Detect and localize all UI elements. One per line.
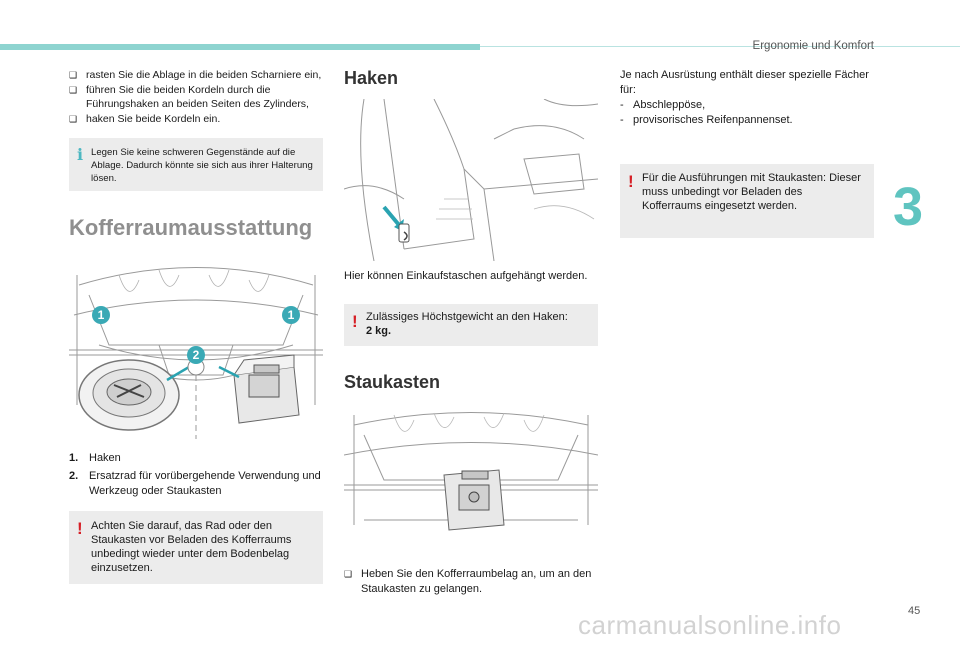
- check-bullet-icon: ❑: [344, 569, 353, 579]
- warning-icon: !: [628, 172, 634, 191]
- list-item: -Abschleppöse,: [620, 99, 706, 111]
- section-title-staukasten: Staukasten: [344, 372, 441, 392]
- intro-text: Je nach Ausrüstung enthält dieser spezie…: [620, 69, 869, 96]
- column-left: ❑rasten Sie die Ablage in die beiden Sch…: [69, 68, 323, 584]
- svg-text:1: 1: [98, 308, 105, 322]
- check-bullet-icon: ❑: [69, 70, 78, 80]
- hook-figure: [344, 99, 598, 261]
- page-number: 45: [908, 605, 921, 617]
- callout-1-left: 1: [92, 306, 110, 324]
- list-item: ❑rasten Sie die Ablage in die beiden Sch…: [69, 69, 322, 81]
- check-bullet-icon: ❑: [69, 85, 78, 95]
- legend-item: 1.Haken: [69, 452, 121, 464]
- list-item: -provisorisches Reifenpannenset.: [620, 114, 793, 126]
- figure-legend: 1.Haken 2.Ersatzrad für vorübergehende V…: [69, 451, 323, 499]
- watermark: carmanualsonline.info: [578, 610, 842, 640]
- section-title-haken: Haken: [344, 68, 399, 88]
- callout-2: 2: [187, 346, 205, 364]
- svg-text:2: 2: [193, 348, 200, 362]
- warning-icon: !: [77, 519, 83, 538]
- trunk-equipment-figure: 1 1 2: [69, 255, 323, 439]
- callout-1-right: 1: [282, 306, 300, 324]
- hook-caption: Hier können Einkaufstaschen aufgehängt w…: [344, 270, 588, 282]
- section-title-kofferraumausstattung: Kofferraumausstattung: [69, 215, 313, 240]
- header-accent-bar: [0, 44, 480, 50]
- storage-box-figure: [344, 405, 598, 539]
- svg-text:1: 1: [288, 308, 295, 322]
- chapter-number: 3: [893, 177, 924, 237]
- warning-icon: !: [352, 312, 358, 331]
- warning-note-storage: ! Für die Ausführungen mit Staukasten: D…: [620, 164, 874, 238]
- warning-note-wheel: ! Achten Sie darauf, das Rad oder den St…: [69, 511, 323, 584]
- list-item: ❑Heben Sie den Kofferraumbelag an, um an…: [344, 568, 592, 595]
- step-list: ❑rasten Sie die Ablage in die beiden Sch…: [69, 68, 323, 126]
- column-right: Je nach Ausrüstung enthält dieser spezie…: [620, 68, 874, 238]
- warning-note-hook: ! Zulässiges Höchstgewicht an den Haken:…: [344, 304, 598, 346]
- info-icon: i: [77, 145, 84, 164]
- check-bullet-icon: ❑: [69, 114, 78, 124]
- column-middle: Haken Hie: [344, 68, 598, 598]
- header-accent-line: [480, 46, 960, 47]
- list-item: ❑führen Sie die beiden Kordeln durch die…: [69, 84, 309, 110]
- legend-item: 2.Ersatzrad für vorübergehende Verwendun…: [69, 470, 321, 497]
- info-note: i Legen Sie keine schweren Gegenstände a…: [69, 138, 323, 191]
- list-item: ❑haken Sie beide Kordeln ein.: [69, 113, 221, 125]
- chapter-title: Ergonomie und Komfort: [752, 40, 874, 52]
